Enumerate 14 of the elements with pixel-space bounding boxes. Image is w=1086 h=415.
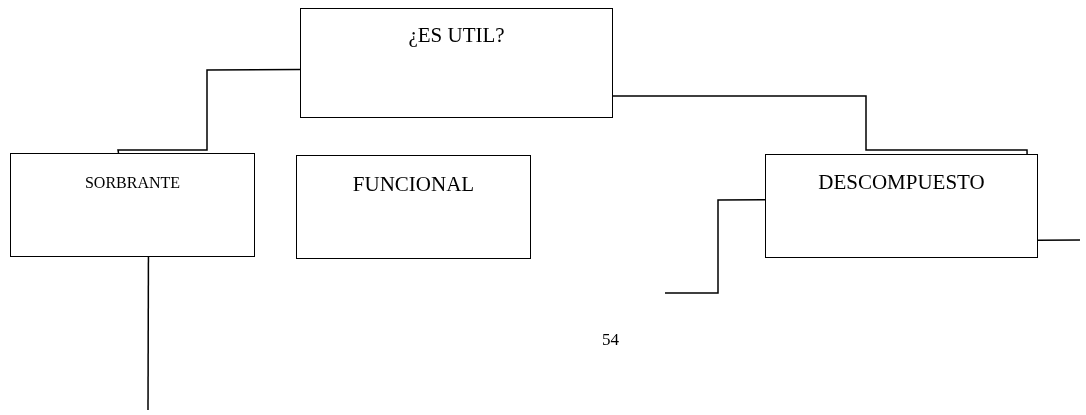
process-box bbox=[300, 8, 613, 118]
connector-line bbox=[612, 95, 1028, 155]
box-label: SORBRANTE bbox=[83, 174, 182, 192]
connector-line bbox=[117, 68, 301, 154]
box-label: ¿ES UTIL? bbox=[407, 23, 506, 48]
process-box bbox=[765, 154, 1038, 258]
process-box bbox=[10, 153, 255, 257]
connector-line bbox=[147, 256, 150, 411]
page-number: 54 bbox=[602, 330, 619, 350]
box-label: FUNCIONAL bbox=[351, 172, 476, 197]
process-box bbox=[296, 155, 531, 259]
connector-line bbox=[664, 199, 766, 294]
box-label: DESCOMPUESTO bbox=[817, 170, 986, 195]
connector-line bbox=[1037, 239, 1081, 242]
